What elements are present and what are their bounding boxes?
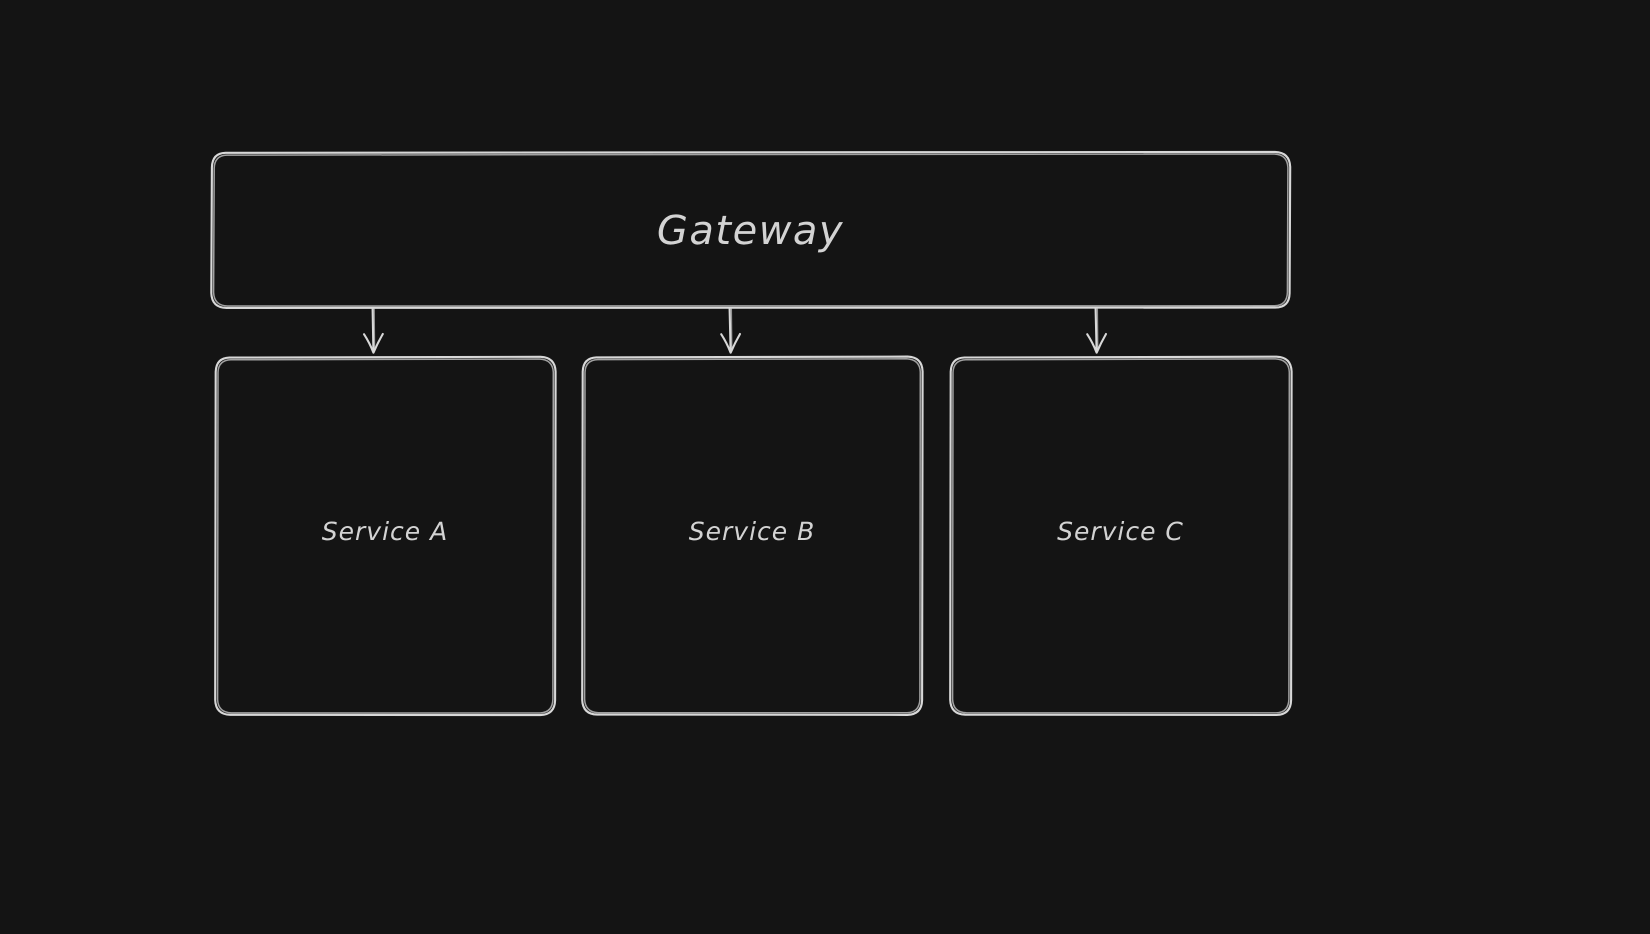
service-b-node[interactable] [582,357,922,715]
edge-gateway-service-a[interactable] [362,307,384,354]
edge-gateway-service-b[interactable] [720,307,742,354]
service-a-node[interactable] [215,357,555,715]
service-b-node-label: Service B [688,517,816,546]
service-b-node-outline[interactable] [581,355,924,716]
gateway-node-outline[interactable] [210,150,1292,309]
service-c-node-label: Service C [1057,517,1184,546]
service-c-node-outline[interactable] [949,355,1293,717]
gateway-node[interactable] [211,152,1290,308]
service-a-node-outline[interactable] [214,355,557,717]
gateway-node-label: Gateway [656,208,845,254]
service-c-node[interactable] [950,357,1291,715]
service-a-node-label: Service A [321,517,449,546]
edge-gateway-service-c[interactable] [1086,307,1108,354]
